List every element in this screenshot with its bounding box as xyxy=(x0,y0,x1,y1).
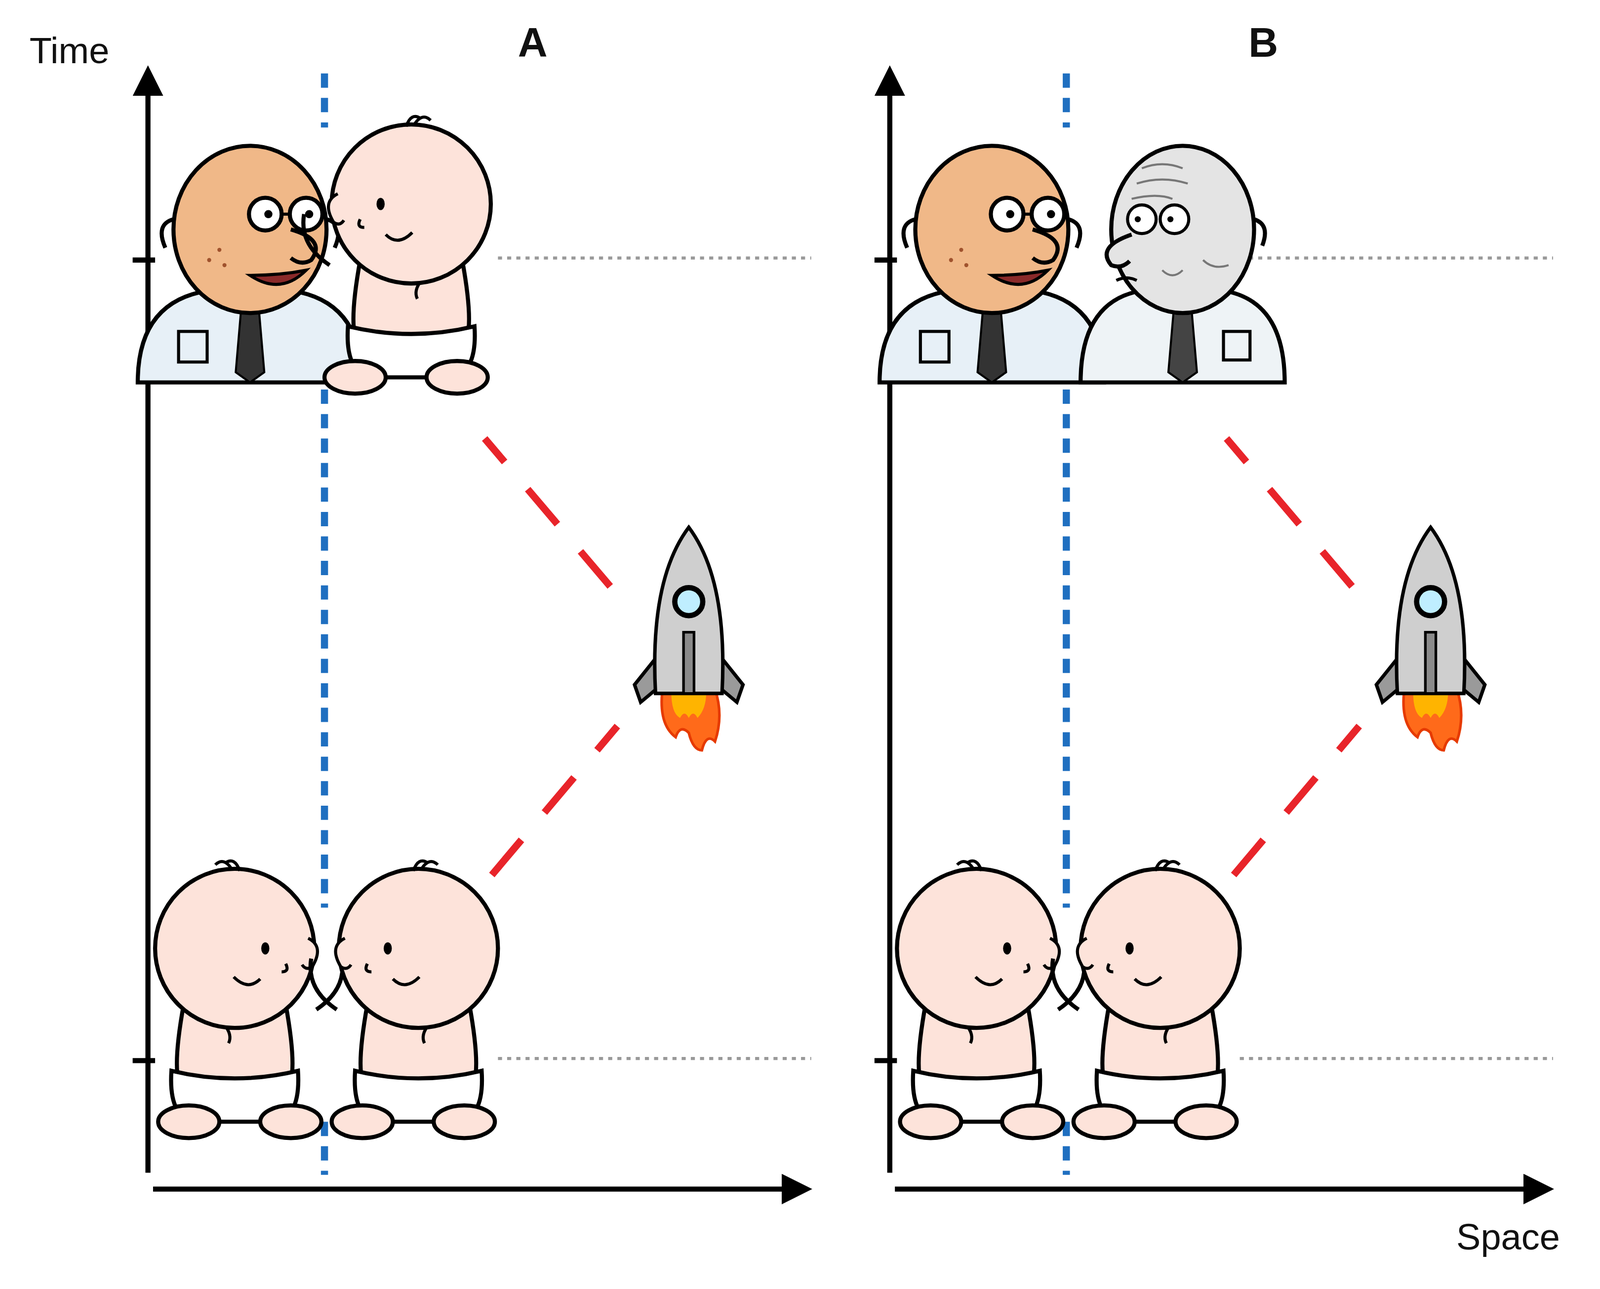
panel-label: A xyxy=(518,22,548,64)
panel-label: B xyxy=(1248,22,1279,64)
panel-a xyxy=(132,71,812,1190)
axis-label: Space xyxy=(1456,1219,1560,1256)
panel-b xyxy=(874,71,1554,1190)
axis-label: Time xyxy=(29,32,110,70)
